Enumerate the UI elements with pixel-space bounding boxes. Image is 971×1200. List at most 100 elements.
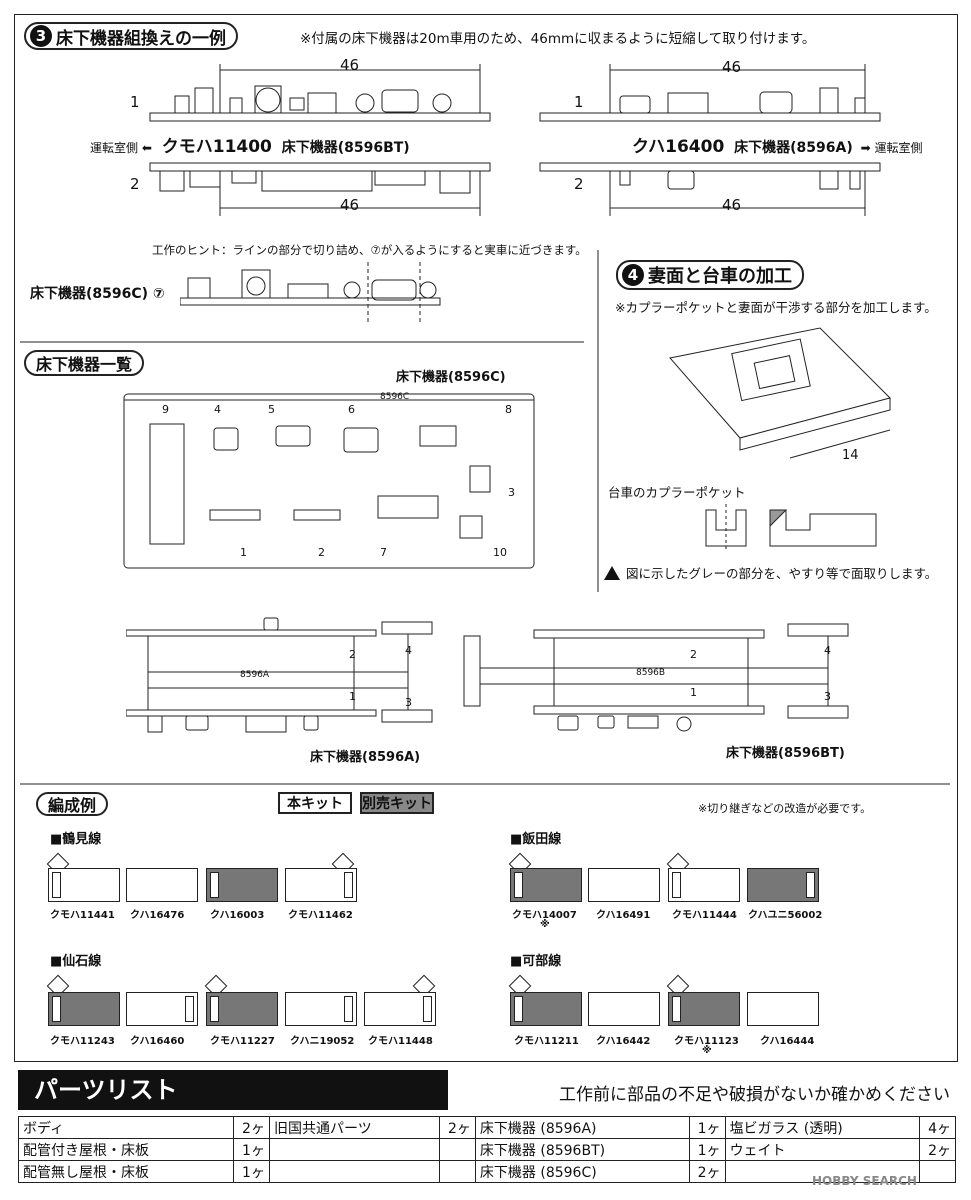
runner-bt-diagram: [463, 623, 849, 732]
runner-bt-part-2: 2: [690, 648, 697, 661]
legend-this-kit: 本キット: [278, 792, 352, 814]
parts-list-header: パーツリスト 工作前に部品の不足や破損がないか確かめください: [18, 1070, 956, 1110]
section4-note: ※カプラーポケットと妻面が干渉する部分を加工します。: [615, 300, 937, 315]
part-qty: 2ヶ: [919, 1138, 956, 1161]
runner-a-part-4: 4: [405, 644, 412, 657]
section3-note: ※付属の床下機器は20m車用のため、46mmに収まるように短縮して取り付けます。: [300, 31, 816, 47]
part-qty: 2ヶ: [688, 1160, 726, 1183]
car-senseki-1: [48, 992, 120, 1026]
underfloor-rearrangement-diagram: [149, 64, 881, 216]
runner-a-part-1: 1: [349, 690, 356, 703]
car-label: クハユニ56002: [748, 910, 823, 921]
runner-c-part-7: 7: [380, 546, 387, 559]
car-label: クハ16476: [130, 910, 185, 921]
table-row: ボディ 2ヶ 旧国共通パーツ 2ヶ 床下機器 (8596A) 1ヶ 塩ビガラス …: [18, 1116, 956, 1139]
part-name: ボディ: [18, 1116, 234, 1139]
runner-bt-code: 8596B: [636, 668, 666, 678]
runner-c-part-1: 1: [240, 546, 247, 559]
part-name: 塩ビガラス (透明): [724, 1116, 921, 1139]
car-label: クハ16491: [596, 910, 651, 921]
part-name: [268, 1160, 440, 1183]
underfloor-list-title: 床下機器一覧: [36, 355, 133, 374]
modification-mark: ※: [702, 1045, 712, 1056]
bogie-frame-diagram: [669, 327, 891, 459]
cab-side-left: 運転室側: [90, 141, 139, 155]
car-senseki-2: [126, 992, 198, 1026]
dim-bottom-right: 46: [722, 196, 742, 214]
arrow-right-icon: ➡: [860, 141, 871, 155]
part-qty: [438, 1160, 476, 1183]
car-tsurumi-1: [48, 868, 120, 902]
dim-14: 14: [842, 448, 859, 463]
part-name: ウェイト: [724, 1138, 921, 1161]
arrow-left-icon: ⬅: [141, 141, 152, 155]
section3-title: 床下機器組換えの一例: [56, 28, 226, 49]
runner-bt-part-1: 1: [690, 686, 697, 699]
car-kabe-1: [510, 992, 582, 1026]
instruction-frame: [14, 14, 958, 1062]
line-name-kabe: ■可部線: [510, 954, 562, 969]
runner-c-part-9: 9: [162, 403, 169, 416]
part-name: 床下機器 (8596BT): [474, 1138, 690, 1161]
underfloor-list-heading: 床下機器一覧: [24, 350, 145, 376]
line-name-senseki: ■仙石線: [50, 954, 102, 969]
part-qty: [438, 1138, 476, 1161]
car-iida-1: [510, 868, 582, 902]
runner-c-part-8: 8: [505, 403, 512, 416]
car-iida-4: [747, 868, 819, 902]
car-iida-2: [588, 868, 660, 902]
dim-bottom-left: 46: [340, 196, 360, 214]
car-kabe-3: [668, 992, 740, 1026]
car-label: クハニ19052: [290, 1036, 355, 1047]
part-name: 配管無し屋根・床板: [18, 1160, 234, 1183]
runner-bt-part-4: 4: [824, 644, 831, 657]
car-label: クモハ11448: [368, 1036, 433, 1047]
car-senseki-5: [364, 992, 436, 1026]
part-qty: 2ヶ: [232, 1116, 270, 1139]
line-name-iida: ■飯田線: [510, 832, 562, 847]
parts-list-title: パーツリスト: [18, 1070, 448, 1110]
c-part-number: ⑦: [152, 286, 165, 302]
car-label: クハ16003: [210, 910, 265, 921]
runner-c-part-5: 5: [268, 403, 275, 416]
row-label-2: 2: [130, 175, 140, 193]
runner-a-label: 床下機器(8596A): [310, 750, 421, 765]
part-qty: [919, 1160, 956, 1183]
c-underfloor-label: 床下機器(8596C) ⑦: [30, 283, 165, 303]
formation-title: 編成例: [48, 796, 97, 815]
runner-a-part-3: 3: [405, 696, 412, 709]
warning-note: 図に示したグレーの部分を、やすり等で面取りします。: [604, 563, 937, 582]
formation-note: ※切り継ぎなどの改造が必要です。: [698, 802, 872, 815]
left-car-caption: 運転室側 ⬅ クモハ11400 床下機器(8596BT): [90, 132, 410, 157]
left-car-name: クモハ11400: [161, 137, 272, 157]
part-name: 床下機器 (8596A): [474, 1116, 690, 1139]
watermark: HOBBY SEARCH: [812, 1174, 917, 1188]
formation-heading: 編成例: [36, 792, 109, 816]
car-tsurumi-4: [285, 868, 357, 902]
divider-lines: [20, 250, 950, 785]
row-label-1: 1: [130, 93, 140, 111]
runner-a-part-2: 2: [349, 648, 356, 661]
part-qty: 1ヶ: [232, 1160, 270, 1183]
runner-c-label: 床下機器(8596C): [396, 370, 506, 385]
table-row: 配管付き屋根・床板 1ヶ 床下機器 (8596BT) 1ヶ ウェイト 2ヶ: [18, 1138, 956, 1161]
warning-icon: [604, 566, 620, 580]
section4-number: 4: [622, 264, 644, 286]
part-name: [268, 1138, 440, 1161]
runner-bt-label: 床下機器(8596BT): [726, 746, 845, 761]
runner-c-part-3: 3: [508, 486, 515, 499]
warning-text: 図に示したグレーの部分を、やすり等で面取りします。: [625, 566, 938, 581]
car-label: クハ16442: [596, 1036, 651, 1047]
part-name: 旧国共通パーツ: [268, 1116, 440, 1139]
car-kabe-4: [747, 992, 819, 1026]
car-label: クモハ11227: [210, 1036, 275, 1047]
car-label: クモハ11123: [674, 1036, 739, 1047]
part-qty: 1ヶ: [688, 1116, 726, 1139]
part-qty: 4ヶ: [919, 1116, 956, 1139]
part-name: 床下機器 (8596C): [474, 1160, 690, 1183]
car-senseki-3: [206, 992, 278, 1026]
part-name: [724, 1160, 921, 1183]
c-underfloor-diagram: [180, 262, 441, 322]
part-qty: 1ヶ: [688, 1138, 726, 1161]
car-tsurumi-2: [126, 868, 198, 902]
